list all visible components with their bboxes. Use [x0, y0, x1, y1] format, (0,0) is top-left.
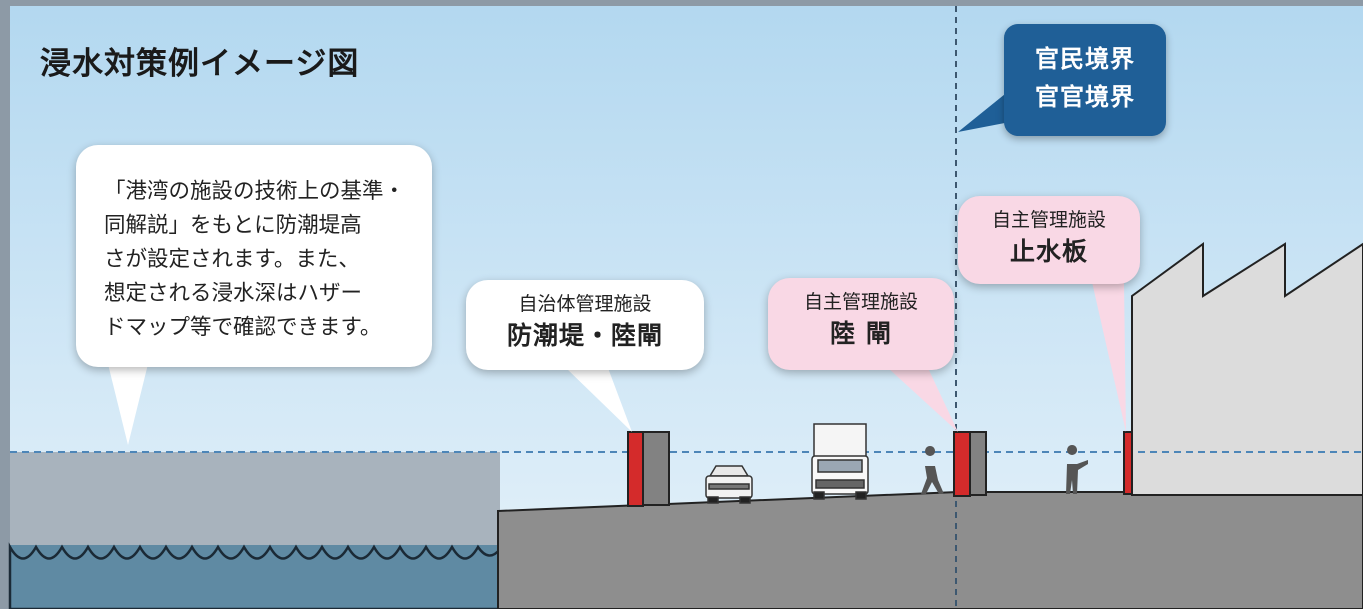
- callout-municipal: 自治体管理施設 防潮堤・陸閘: [466, 280, 704, 370]
- land-gate: [953, 431, 987, 497]
- boundary-line1: 官民境界: [1035, 45, 1135, 73]
- pedestrian-pointing: [1066, 445, 1088, 494]
- callout-facility: 防潮堤・陸閘: [506, 321, 663, 350]
- ground: [497, 491, 1363, 609]
- page-title: 浸水対策例イメージ図: [40, 46, 360, 82]
- boundary-line2: 官官境界: [1035, 83, 1135, 111]
- pedestrian-walking: [921, 446, 944, 494]
- flood-board: [1123, 431, 1133, 495]
- callout-private-gate: 自主管理施設 陸 閘: [768, 278, 954, 370]
- callout-private-gate-tail: [888, 368, 958, 432]
- callout-category: 自主管理施設: [991, 209, 1106, 231]
- callout-private-board-tail: [1092, 282, 1126, 432]
- factory-building: [1131, 242, 1363, 496]
- callout-municipal-tail: [566, 368, 632, 432]
- callout-private-board: 自主管理施設 止水板: [958, 196, 1140, 284]
- boundary-label: 官民境界 官官境界: [1004, 24, 1166, 136]
- note-callout: 「港湾の施設の技術上の基準・ 同解説」をもとに防潮堤高 さが設定されます。また、…: [76, 145, 432, 367]
- note-line: 想定される浸水深はハザー: [104, 281, 363, 306]
- note-line: さが設定されます。また、: [104, 247, 360, 272]
- truck: [811, 423, 869, 500]
- note-line: 「港湾の施設の技術上の基準・: [104, 179, 406, 204]
- callout-category: 自主管理施設: [803, 291, 918, 313]
- car: [705, 465, 753, 504]
- callout-category: 自治体管理施設: [518, 293, 652, 315]
- seawall-gate: [627, 431, 670, 507]
- sea-waves: [8, 542, 502, 609]
- note-line: ドマップ等で確認できます。: [104, 315, 382, 340]
- callout-facility: 止水板: [1009, 237, 1088, 266]
- note-tail: [108, 364, 148, 445]
- note-line: 同解説」をもとに防潮堤高: [104, 213, 362, 238]
- callout-facility: 陸 閘: [830, 319, 892, 348]
- boundary-tail: [958, 90, 1010, 132]
